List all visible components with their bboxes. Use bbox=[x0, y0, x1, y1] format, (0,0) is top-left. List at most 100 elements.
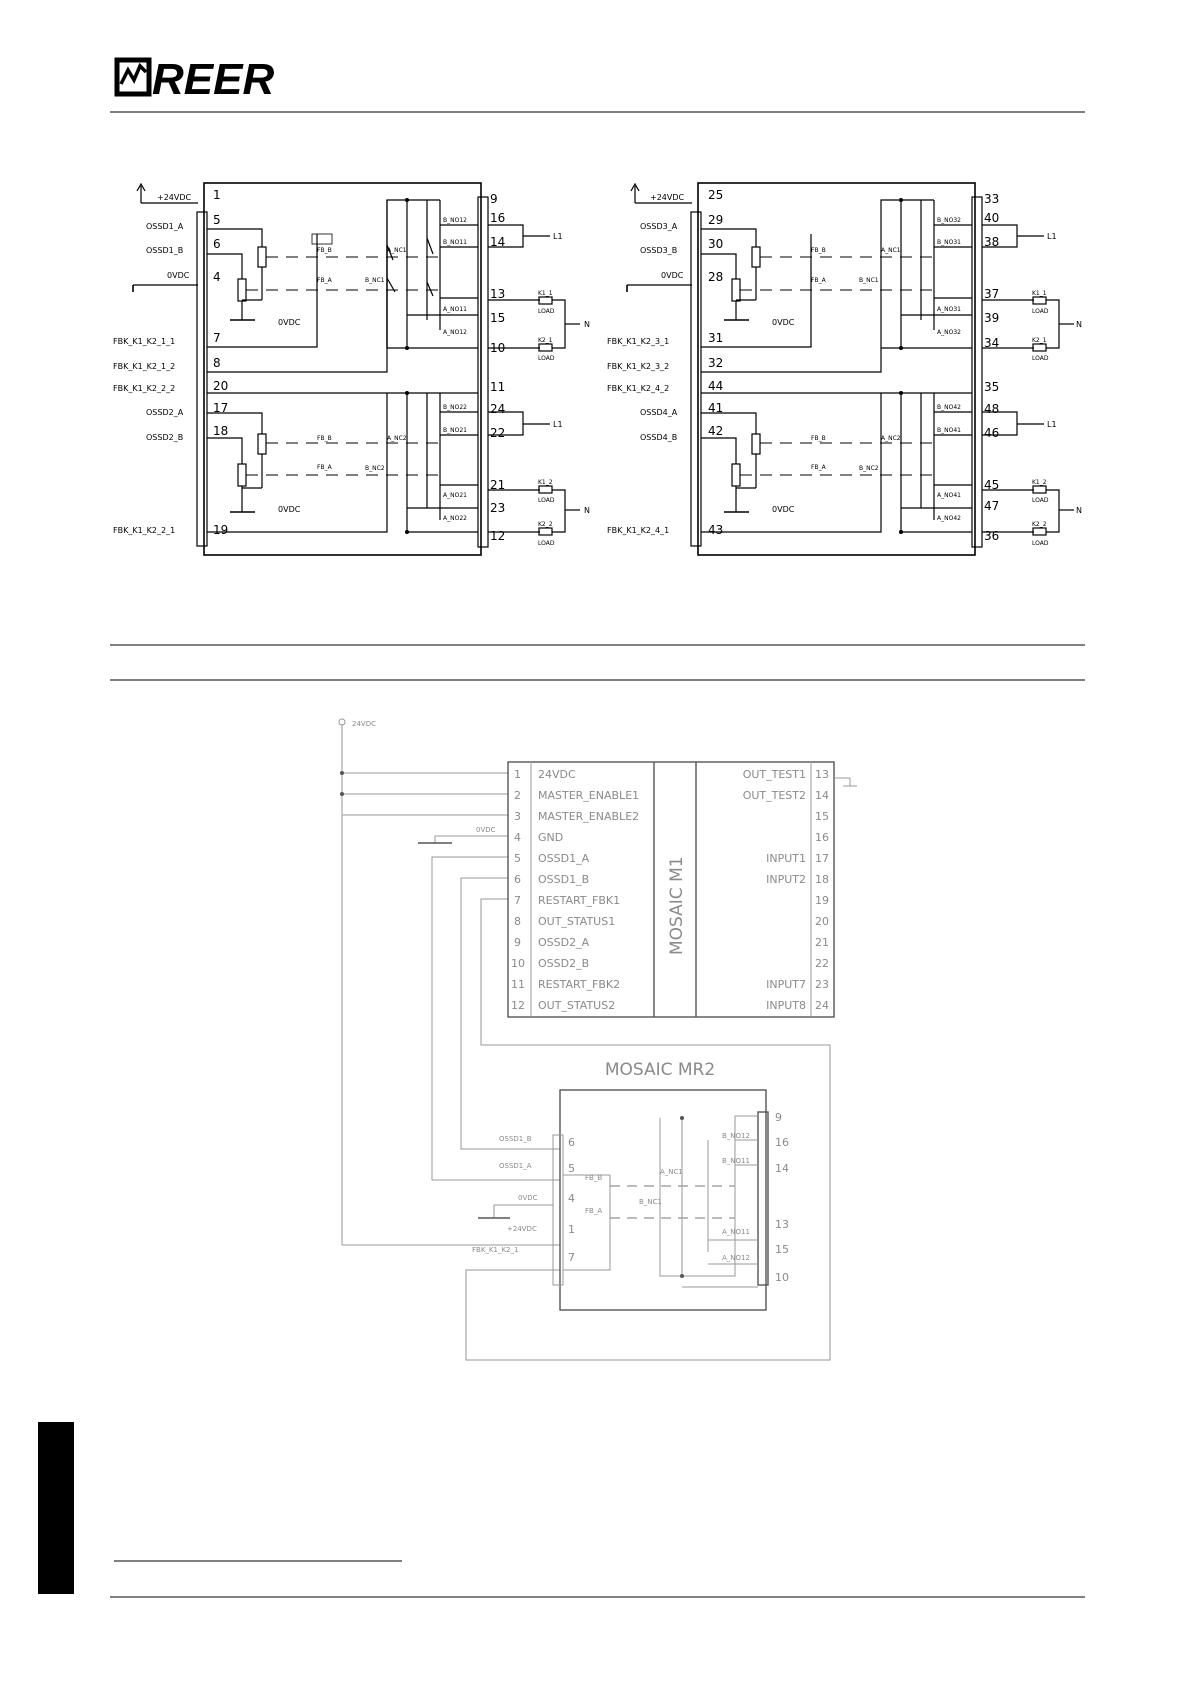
diagram-label: A_NC1 bbox=[660, 1168, 683, 1176]
m1-left-pins: 1 24VDC 2 MASTER_ENABLE1 3 MASTER_ENABLE… bbox=[511, 768, 639, 1012]
diagram-label: MASTER_ENABLE2 bbox=[538, 810, 639, 823]
diagram-label: 4 bbox=[514, 831, 521, 844]
diagram-label: 0VDC bbox=[278, 318, 301, 327]
diagram-label: OUT_TEST1 bbox=[743, 768, 806, 781]
diagram-label: 0VDC bbox=[278, 505, 301, 514]
diagram-label: 7 bbox=[568, 1251, 575, 1264]
reer-logo: REER bbox=[114, 55, 274, 104]
diagram-label: LOAD bbox=[538, 540, 555, 547]
diagram-label: 16 bbox=[815, 831, 829, 844]
diagram-label: OUT_TEST2 bbox=[743, 789, 806, 802]
diagram-label: OSSD3_A bbox=[640, 222, 678, 231]
diagram-label: 24VDC bbox=[352, 720, 376, 728]
diagram-label: LOAD bbox=[1032, 497, 1049, 504]
diagram-label: FB_B bbox=[317, 247, 332, 254]
diagram-label: LOAD bbox=[538, 308, 555, 315]
mosaic-mr2-diagram: MOSAIC MR2 OSSD1_B 6 OSSD1_A 5 0VDC 4 +2… bbox=[472, 1060, 789, 1311]
diagram-label: K2_1 bbox=[1032, 337, 1047, 344]
diagram-label: OSSD1_A bbox=[499, 1162, 532, 1170]
diagram-label: OSSD1_B bbox=[499, 1135, 532, 1143]
diagram-label: 37 bbox=[984, 287, 999, 301]
diagram-label: 9 bbox=[775, 1111, 782, 1124]
diagram-label: A_NO42 bbox=[937, 515, 961, 522]
diagram-label: K1_1 bbox=[538, 290, 553, 297]
diagram-label: 33 bbox=[984, 192, 999, 206]
diagram-label: B_NO12 bbox=[443, 217, 467, 224]
diagram-label: 1 bbox=[213, 188, 221, 202]
diagram-label: FBK_K1_K2_2_2 bbox=[113, 384, 175, 393]
diagram-label: 36 bbox=[984, 529, 999, 543]
diagram-label: 1 bbox=[514, 768, 521, 781]
diagram-label: 13 bbox=[490, 287, 505, 301]
diagram-label: 4 bbox=[213, 270, 221, 284]
diagram-label: OSSD1_B bbox=[146, 246, 183, 255]
diagram-label: FBK_K1_K2_4_2 bbox=[607, 384, 669, 393]
supply-label-left: +24VDC bbox=[157, 193, 192, 202]
diagram-label: FB_A bbox=[811, 464, 827, 471]
diagram-label: 9 bbox=[514, 936, 521, 949]
diagram-label: 40 bbox=[984, 211, 999, 225]
diagram-label: 24 bbox=[490, 402, 505, 416]
diagram-label: K1_2 bbox=[1032, 479, 1047, 486]
diagram-label: 32 bbox=[708, 356, 723, 370]
diagram-label: L1 bbox=[553, 232, 563, 241]
diagram-label: A_NC1 bbox=[387, 247, 407, 254]
diagram-label: 34 bbox=[984, 336, 999, 350]
diagram-label: N bbox=[584, 506, 590, 515]
diagram-label: 6 bbox=[568, 1136, 575, 1149]
diagram-label: FB_A bbox=[317, 277, 333, 284]
diagram-label: INPUT7 bbox=[766, 978, 806, 991]
diagram-label: OSSD2_A bbox=[146, 408, 184, 417]
diagram-label: B_NC1 bbox=[365, 277, 385, 284]
diagram-label: 11 bbox=[511, 978, 525, 991]
diagram-label: 38 bbox=[984, 235, 999, 249]
diagram-label: B_NO21 bbox=[443, 427, 467, 434]
diagram-label: B_NO42 bbox=[937, 404, 961, 411]
diagram-label: 10 bbox=[511, 957, 525, 970]
diagram-label: B_NC2 bbox=[859, 465, 879, 472]
diagram-label: 19 bbox=[815, 894, 829, 907]
diagram-label: MASTER_ENABLE1 bbox=[538, 789, 639, 802]
diagram-label: A_NC2 bbox=[881, 435, 901, 442]
diagram-label: N bbox=[1076, 320, 1082, 329]
diagram-label: FBK_K1_K2_1_2 bbox=[113, 362, 175, 371]
diagram-label: 5 bbox=[568, 1162, 575, 1175]
diagram-label: 14 bbox=[490, 235, 505, 249]
diagram-label: 39 bbox=[984, 311, 999, 325]
diagram-label: 45 bbox=[984, 478, 999, 492]
diagram-label: 8 bbox=[213, 356, 221, 370]
diagram-label: K2_2 bbox=[1032, 521, 1047, 528]
diagram-label: 44 bbox=[708, 379, 723, 393]
diagram-label: A_NO11 bbox=[443, 306, 467, 313]
diagram-label: N bbox=[1076, 506, 1082, 515]
diagram-label: LOAD bbox=[1032, 308, 1049, 315]
diagram-label: FB_B bbox=[585, 1174, 602, 1182]
diagram-label: A_NO32 bbox=[937, 329, 961, 336]
brand-name: REER bbox=[152, 55, 274, 104]
diagram-label: 17 bbox=[815, 852, 829, 865]
diagram-label: FB_B bbox=[811, 435, 826, 442]
diagram-label: 6 bbox=[213, 237, 221, 251]
diagram-label: INPUT8 bbox=[766, 999, 806, 1012]
diagram-label: GND bbox=[538, 831, 563, 844]
diagram-label: LOAD bbox=[538, 355, 555, 362]
diagram-label: 0VDC bbox=[772, 505, 795, 514]
diagram-label: 2 bbox=[514, 789, 521, 802]
diagram-label: FBK_K1_K2_3_1 bbox=[607, 337, 669, 346]
side-tab bbox=[38, 1422, 74, 1594]
diagram-label: 29 bbox=[708, 213, 723, 227]
diagram-label: OSSD4_A bbox=[640, 408, 678, 417]
diagram-label: LOAD bbox=[1032, 540, 1049, 547]
diagram-label: A_NC2 bbox=[387, 435, 407, 442]
diagram-label: LOAD bbox=[1032, 355, 1049, 362]
diagram-label: RESTART_FBK1 bbox=[538, 894, 620, 907]
diagram-label: A_NO22 bbox=[443, 515, 467, 522]
diagram-label: A_NC1 bbox=[881, 247, 901, 254]
diagram-label: 14 bbox=[775, 1162, 789, 1175]
diagram-label: 24VDC bbox=[538, 768, 576, 781]
diagram-label: OSSD2_B bbox=[538, 957, 589, 970]
diagram-label: B_NC2 bbox=[365, 465, 385, 472]
diagram-label: A_NO12 bbox=[443, 329, 467, 336]
diagram-label: A_NO11 bbox=[722, 1228, 750, 1236]
